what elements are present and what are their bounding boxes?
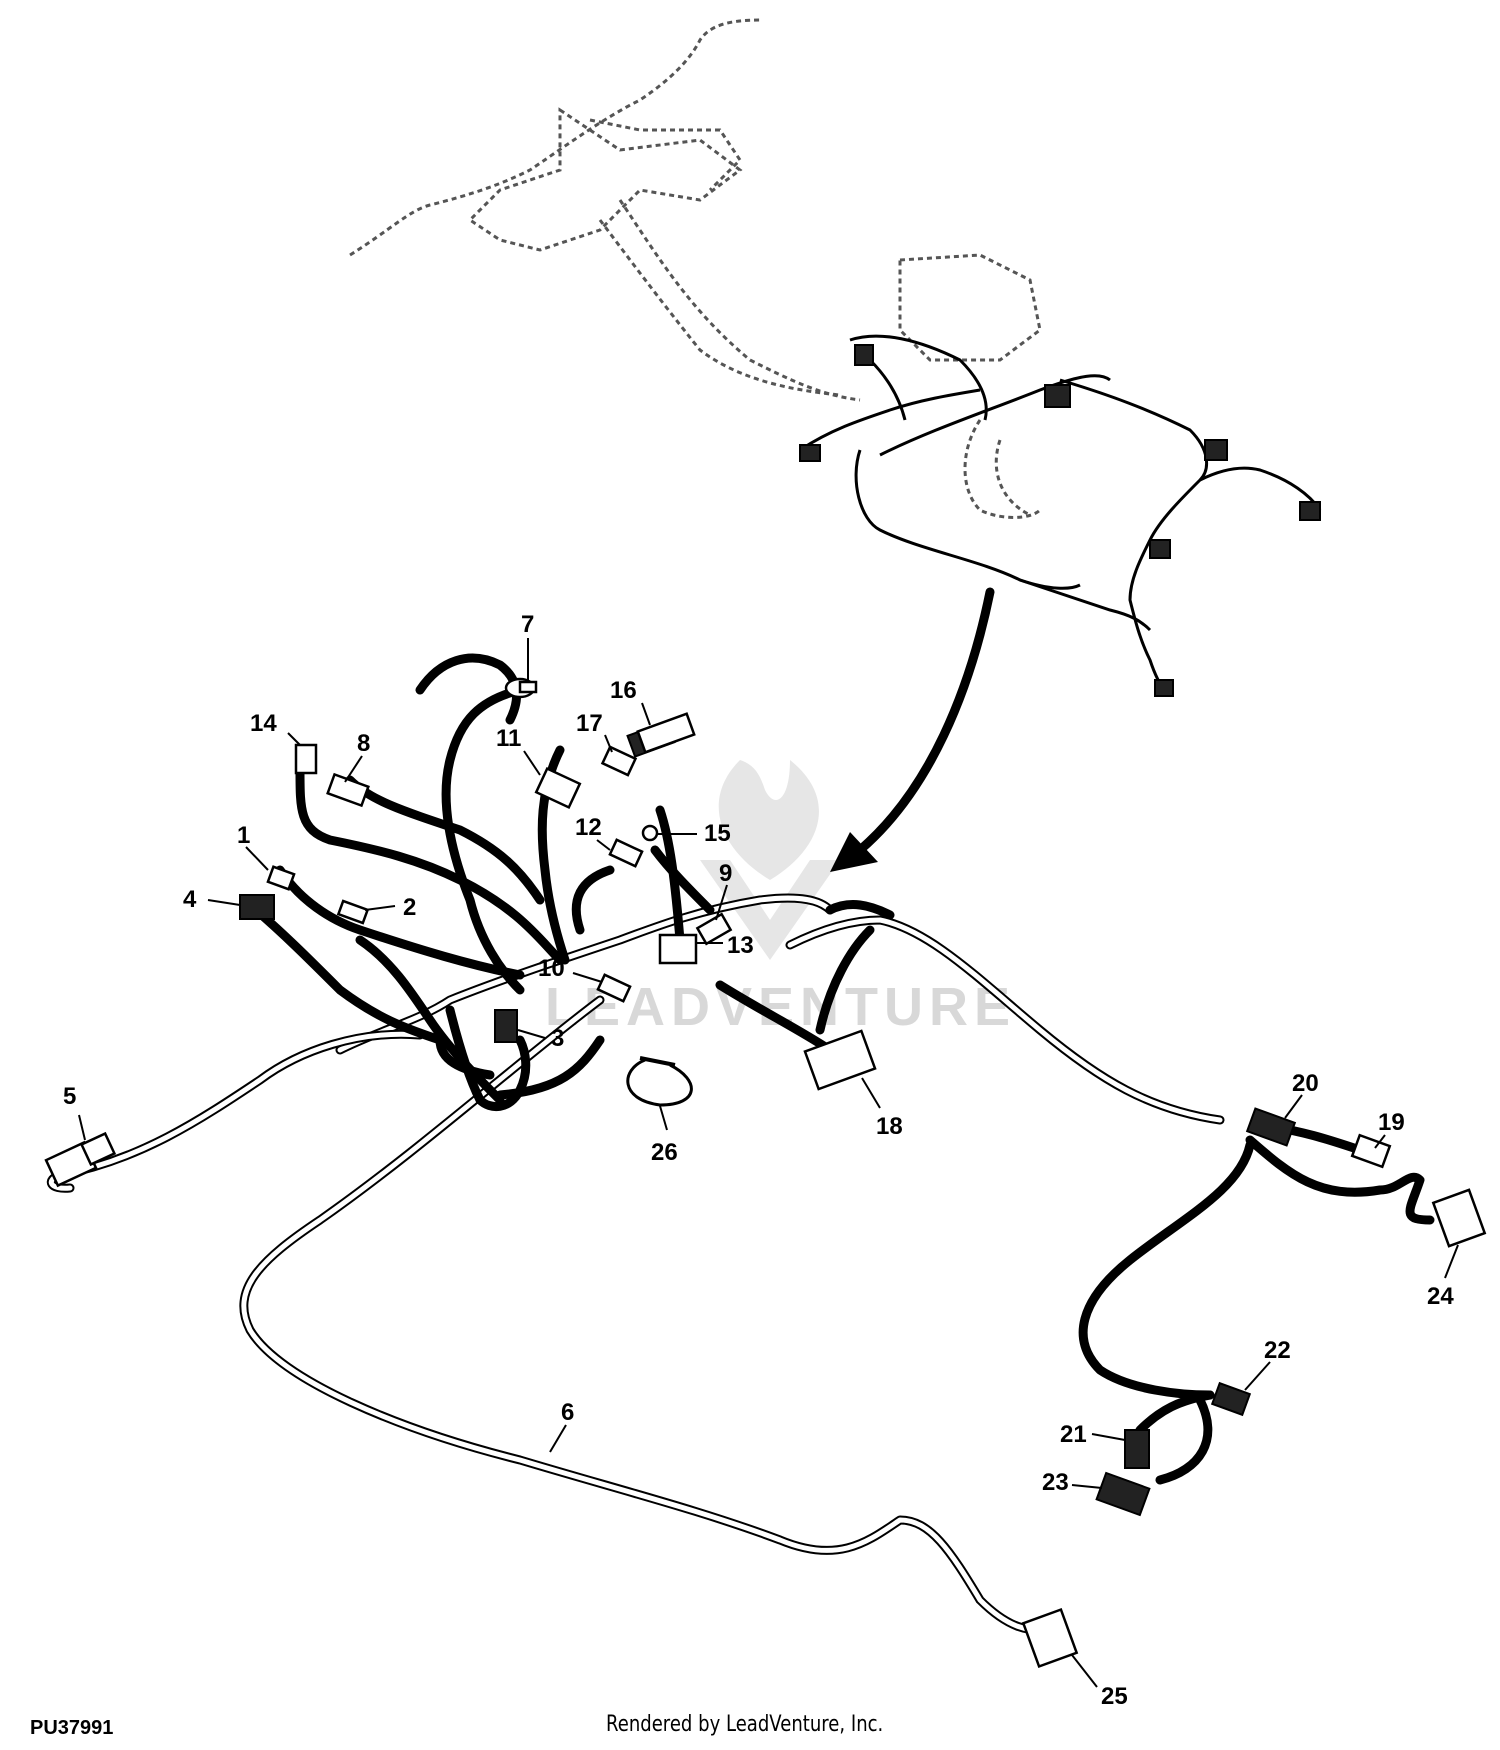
callout-4: 4 — [183, 886, 197, 913]
callout-19: 19 — [1378, 1109, 1405, 1136]
callout-12: 12 — [575, 814, 602, 841]
callout-24: 24 — [1427, 1283, 1454, 1310]
callout-20: 20 — [1292, 1070, 1319, 1097]
callout-15: 15 — [704, 820, 731, 847]
callout-11: 11 — [496, 725, 521, 752]
callout-23: 23 — [1042, 1469, 1069, 1496]
callouts: 1 2 3 4 5 6 7 8 9 10 11 12 13 14 15 16 1 — [63, 611, 1459, 1710]
callout-7: 7 — [521, 611, 534, 638]
callout-25: 25 — [1101, 1683, 1128, 1710]
callout-2: 2 — [403, 894, 416, 921]
figure-id: PU37991 — [30, 1717, 114, 1739]
callout-9: 9 — [719, 860, 732, 887]
callout-1: 1 — [237, 822, 250, 849]
render-credit: Rendered by LeadVenture, Inc. — [606, 1712, 884, 1737]
callout-14: 14 — [250, 710, 277, 737]
callout-13: 13 — [727, 932, 754, 959]
callout-22: 22 — [1264, 1337, 1291, 1364]
callout-10: 10 — [538, 955, 565, 982]
callout-16: 16 — [610, 677, 637, 704]
callout-5: 5 — [63, 1083, 76, 1110]
callout-18: 18 — [876, 1113, 903, 1140]
callout-3: 3 — [551, 1025, 564, 1052]
connectors — [44, 677, 1487, 1669]
callout-8: 8 — [357, 730, 370, 757]
callout-26: 26 — [651, 1139, 678, 1166]
callout-17: 17 — [576, 710, 603, 737]
overview-inset — [349, 18, 1322, 697]
zoom-arrow — [830, 587, 995, 872]
callout-21: 21 — [1060, 1421, 1087, 1448]
callout-6: 6 — [561, 1399, 574, 1426]
